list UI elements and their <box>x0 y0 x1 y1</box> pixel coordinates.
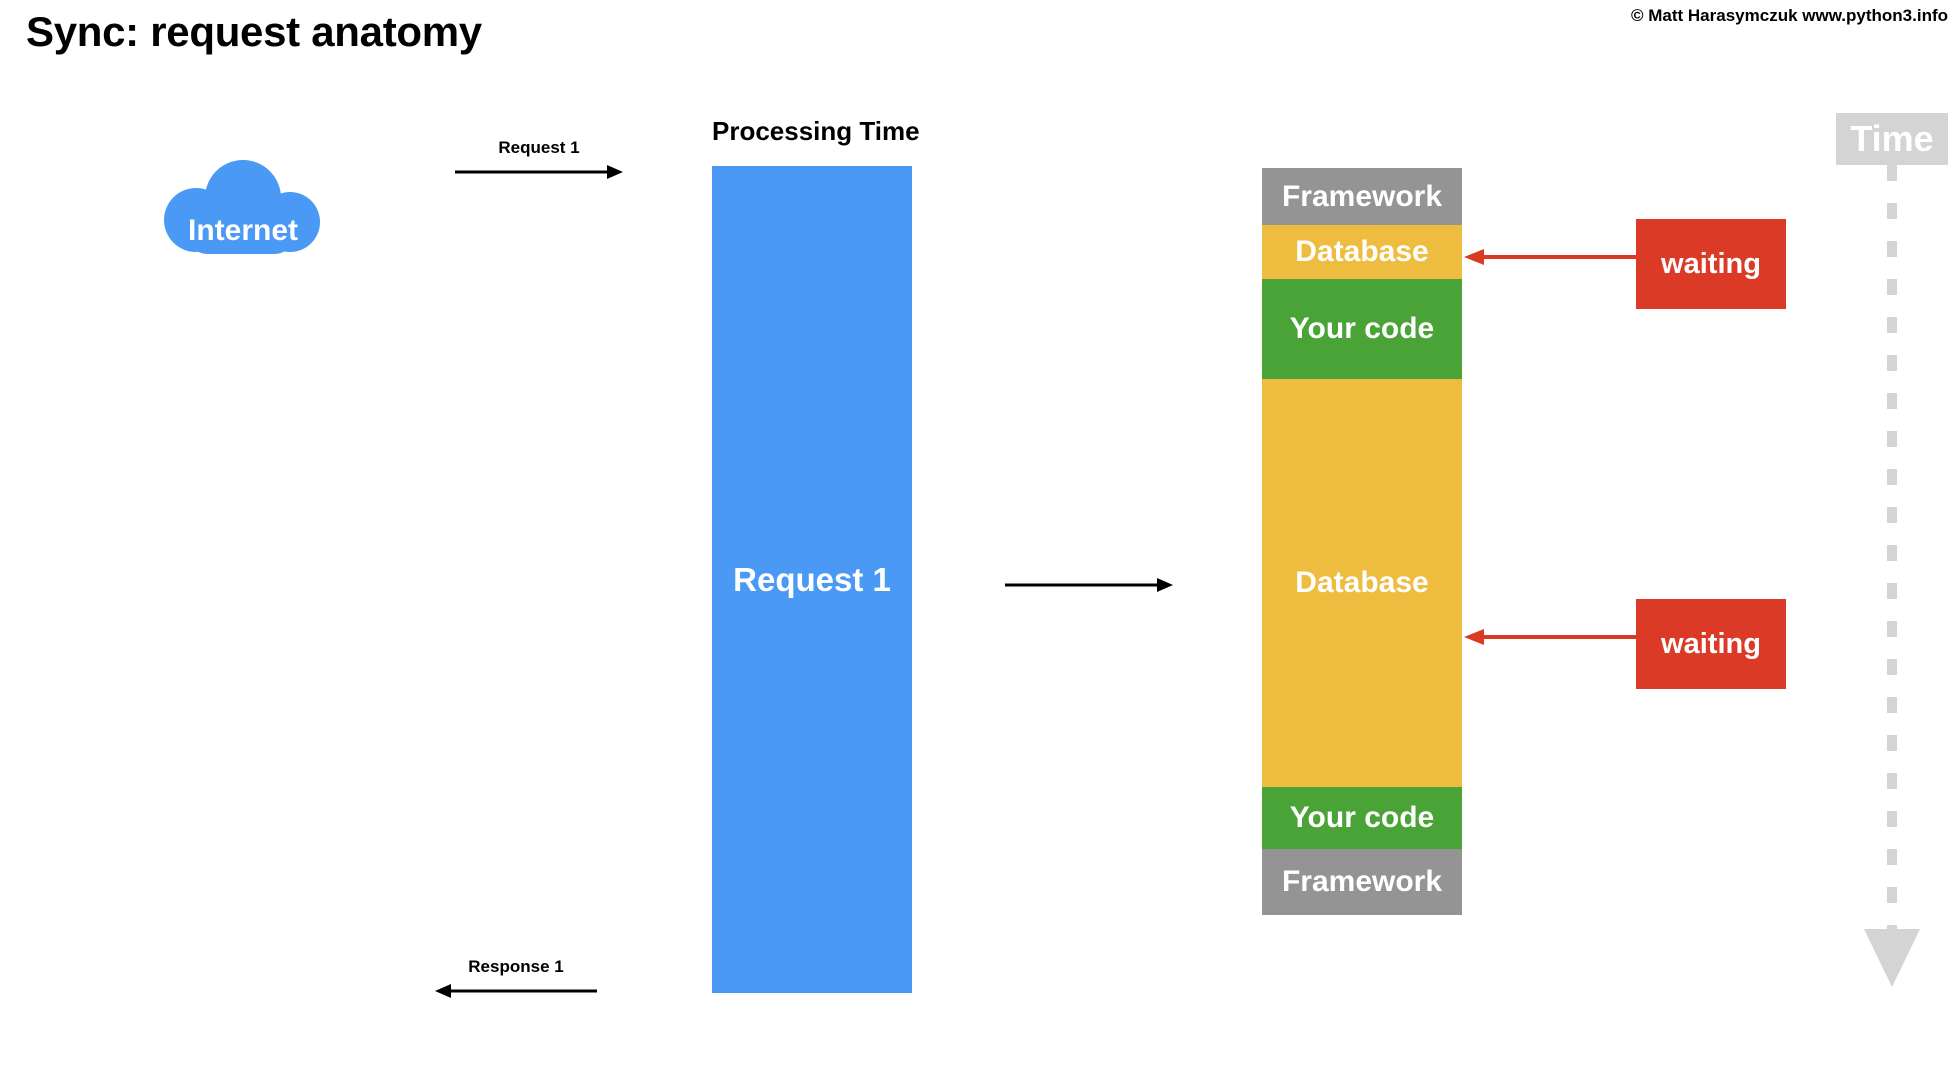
waiting-callout-label: waiting <box>1661 247 1761 280</box>
time-arrow-down-icon <box>1864 165 1920 987</box>
stack-segment: Framework <box>1262 168 1462 226</box>
waiting-arrow-1 <box>1464 245 1636 269</box>
stack-segment: Database <box>1262 379 1462 787</box>
arrow-left-icon <box>1464 629 1636 645</box>
arrow-left-icon <box>435 984 597 998</box>
stack-segment: Your code <box>1262 278 1462 380</box>
processing-to-stack-arrow <box>1005 573 1173 597</box>
waiting-callout-label: waiting <box>1661 627 1761 660</box>
response-arrow-label: Response 1 <box>468 957 564 976</box>
stack-segment-label: Framework <box>1281 864 1443 898</box>
processing-time-bar-label: Request 1 <box>733 560 891 598</box>
stack-segment: Your code <box>1262 786 1462 849</box>
stack-segment-label: Database <box>1295 235 1429 269</box>
copyright-notice: © Matt Harasymczuk www.python3.info <box>1631 6 1948 25</box>
waiting-callout: waiting <box>1636 599 1786 689</box>
request-arrow-label: Request 1 <box>498 138 580 157</box>
arrow-right-icon <box>1005 578 1173 592</box>
time-axis <box>1856 165 1928 995</box>
cloud-icon <box>164 160 320 254</box>
stack-segment-label: Your code <box>1289 311 1435 345</box>
stack-segment-label: Your code <box>1289 800 1435 834</box>
arrow-right-icon <box>455 165 623 179</box>
stack-segment-label: Database <box>1295 566 1429 600</box>
response-arrow: Response 1 <box>435 957 597 1003</box>
processing-time-header: Processing Time <box>712 116 920 146</box>
waiting-callout: waiting <box>1636 219 1786 309</box>
stack-segment: Framework <box>1262 848 1462 916</box>
waiting-arrow-2 <box>1464 625 1636 649</box>
internet-cloud: Internet <box>158 158 328 258</box>
time-axis-label: Time <box>1836 113 1948 165</box>
processing-time-bar: Request 1 <box>712 166 912 993</box>
arrow-left-icon <box>1464 249 1636 265</box>
stack-segment: Database <box>1262 225 1462 279</box>
stack-segment-label: Framework <box>1281 179 1443 213</box>
page-title: Sync: request anatomy <box>26 8 482 55</box>
request-arrow: Request 1 <box>455 138 623 184</box>
